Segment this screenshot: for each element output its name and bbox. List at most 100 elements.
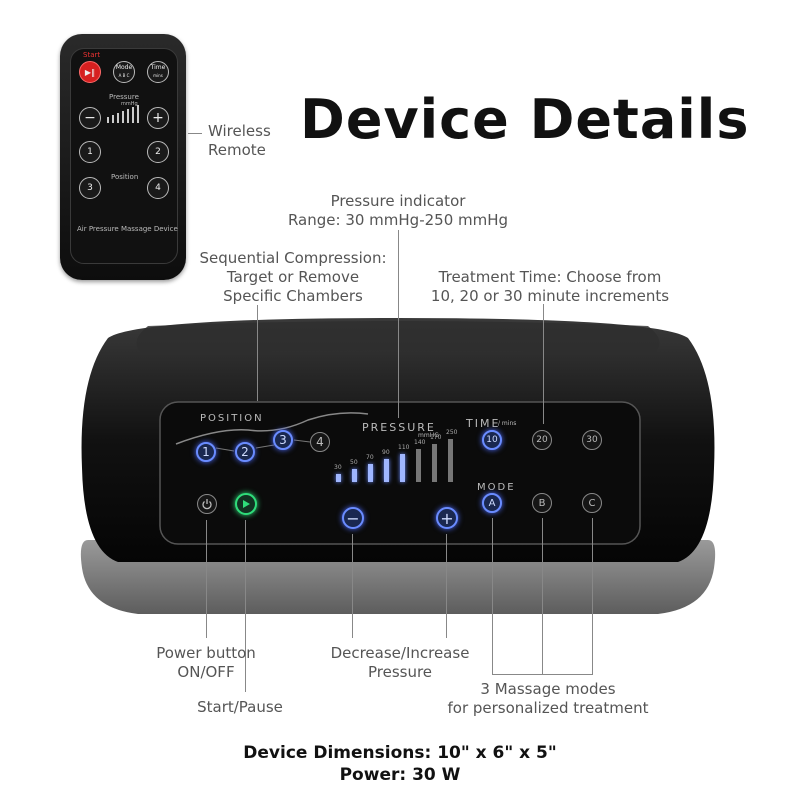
- leader-line-pressure: [398, 230, 399, 418]
- callout-start-pause: Start/Pause: [197, 698, 283, 716]
- remote-time-sub: mins: [153, 73, 163, 78]
- callout-wireless-remote: Wireless Remote: [208, 122, 271, 160]
- remote-position-2-label: 2: [155, 147, 161, 157]
- plus-icon: +: [440, 508, 454, 528]
- remote-minus-button[interactable]: −: [79, 107, 101, 129]
- play-icon: [243, 500, 250, 508]
- pressure-bar-110: [400, 454, 405, 482]
- remote-position-1-label: 1: [87, 147, 93, 157]
- remote-mode-label: Mode: [115, 64, 133, 71]
- leader-line-mode-b: [542, 518, 543, 674]
- leader-line-power: [206, 520, 207, 638]
- remote-position-2-button[interactable]: 2: [147, 141, 169, 163]
- position-1-button[interactable]: 1: [196, 442, 216, 462]
- device-power: Power: 30 W: [339, 765, 461, 785]
- mode-c-button[interactable]: C: [582, 493, 602, 513]
- remote-pressure-sub: mmHg: [121, 101, 138, 107]
- pressure-tick-170: 170: [430, 434, 442, 441]
- minus-icon: −: [346, 508, 360, 528]
- remote-position-4-button[interactable]: 4: [147, 177, 169, 199]
- callout-modes-line-2: for personalized treatment: [447, 699, 649, 717]
- callout-power-line-1: Power button: [156, 644, 256, 662]
- mode-label: MODE: [477, 482, 516, 493]
- leader-line-mode-c: [592, 518, 593, 674]
- callout-wireless-remote-line-1: Wireless: [208, 122, 271, 140]
- pressure-label: PRESSURE: [362, 421, 436, 434]
- pressure-bar-140: [416, 449, 421, 482]
- wireless-remote: Start ▶‖ Mode A B C Time mins Pressure m…: [60, 34, 186, 280]
- device-dimensions: Device Dimensions: 10" x 6" x 5": [243, 743, 557, 763]
- leader-line-increase: [446, 534, 447, 638]
- remote-position-3-button[interactable]: 3: [79, 177, 101, 199]
- increase-pressure-button[interactable]: +: [436, 507, 458, 529]
- callout-sequential-line-3: Specific Chambers: [223, 287, 363, 305]
- mode-b-button[interactable]: B: [532, 493, 552, 513]
- mode-a-label: A: [488, 497, 496, 509]
- leader-line-time: [543, 304, 544, 424]
- play-pause-icon: ▶‖: [84, 67, 96, 77]
- pressure-bar-30: [336, 474, 341, 482]
- callout-wireless-remote-line-2: Remote: [208, 141, 266, 159]
- time-30-label: 30: [586, 435, 598, 445]
- remote-start-label: Start: [83, 51, 101, 59]
- minus-icon: −: [84, 110, 96, 126]
- leader-line-start: [245, 520, 246, 692]
- start-pause-button[interactable]: [235, 493, 257, 515]
- mode-b-label: B: [538, 497, 546, 509]
- position-3-button[interactable]: 3: [273, 430, 293, 450]
- callout-massage-modes: 3 Massage modes for personalized treatme…: [426, 680, 670, 718]
- callout-modes-line-1: 3 Massage modes: [480, 680, 616, 698]
- position-1-label: 1: [202, 445, 210, 459]
- position-2-label: 2: [241, 445, 249, 459]
- callout-treatment-time: Treatment Time: Choose from 10, 20 or 30…: [420, 268, 680, 306]
- position-2-button[interactable]: 2: [235, 442, 255, 462]
- callout-sequential-line-1: Sequential Compression:: [199, 249, 387, 267]
- callout-sequential-line-2: Target or Remove: [226, 268, 360, 286]
- remote-time-label: Time: [150, 64, 166, 71]
- time-10-button[interactable]: 10: [482, 430, 502, 450]
- callout-decrease-line-1: Decrease/Increase: [330, 644, 470, 662]
- remote-position-3-label: 3: [87, 183, 93, 193]
- remote-position-label: Position: [111, 173, 139, 181]
- mode-c-label: C: [588, 497, 596, 509]
- callout-decrease-line-2: Pressure: [367, 663, 433, 681]
- pressure-bar-170: [432, 444, 437, 482]
- power-button[interactable]: [197, 494, 217, 514]
- decrease-pressure-button[interactable]: −: [342, 507, 364, 529]
- remote-pressure-bars: [107, 105, 141, 127]
- remote-start-button[interactable]: ▶‖: [79, 61, 101, 83]
- pressure-tick-250: 250: [446, 429, 458, 436]
- pressure-bar-250: [448, 439, 453, 482]
- leader-line-mode-a: [492, 518, 493, 674]
- callout-power-button: Power button ON/OFF: [130, 644, 282, 682]
- leader-line: [188, 133, 202, 134]
- pressure-tick-30: 30: [334, 464, 342, 471]
- time-20-button[interactable]: 20: [532, 430, 552, 450]
- page-title: Device Details: [300, 88, 750, 151]
- callout-time-line-1: Treatment Time: Choose from: [438, 268, 662, 286]
- position-4-button[interactable]: 4: [310, 432, 330, 452]
- time-30-button[interactable]: 30: [582, 430, 602, 450]
- remote-position-4-label: 4: [155, 183, 161, 193]
- time-label: TIME: [466, 417, 501, 430]
- position-4-label: 4: [316, 435, 324, 449]
- remote-plus-button[interactable]: +: [147, 107, 169, 129]
- pressure-tick-140: 140: [414, 439, 426, 446]
- mode-a-button[interactable]: A: [482, 493, 502, 513]
- remote-mode-button[interactable]: Mode A B C: [113, 61, 135, 83]
- power-icon: [202, 499, 212, 510]
- callout-pressure-indicator: Pressure indicator Range: 30 mmHg-250 mm…: [268, 192, 528, 230]
- remote-time-button[interactable]: Time mins: [147, 61, 169, 83]
- callout-pressure-line-2: Range: 30 mmHg-250 mmHg: [287, 211, 509, 229]
- time-20-label: 20: [536, 435, 548, 445]
- time-unit-label: / mins: [498, 420, 517, 427]
- pressure-unit-label: mmHG: [418, 432, 439, 439]
- pressure-tick-90: 90: [382, 449, 390, 456]
- leader-line-sequential: [257, 305, 258, 401]
- remote-pressure-label: Pressure: [109, 93, 139, 101]
- remote-position-1-button[interactable]: 1: [79, 141, 101, 163]
- pressure-bar-50: [352, 469, 357, 482]
- callout-sequential-compression: Sequential Compression: Target or Remove…: [180, 249, 406, 306]
- pressure-tick-50: 50: [350, 459, 358, 466]
